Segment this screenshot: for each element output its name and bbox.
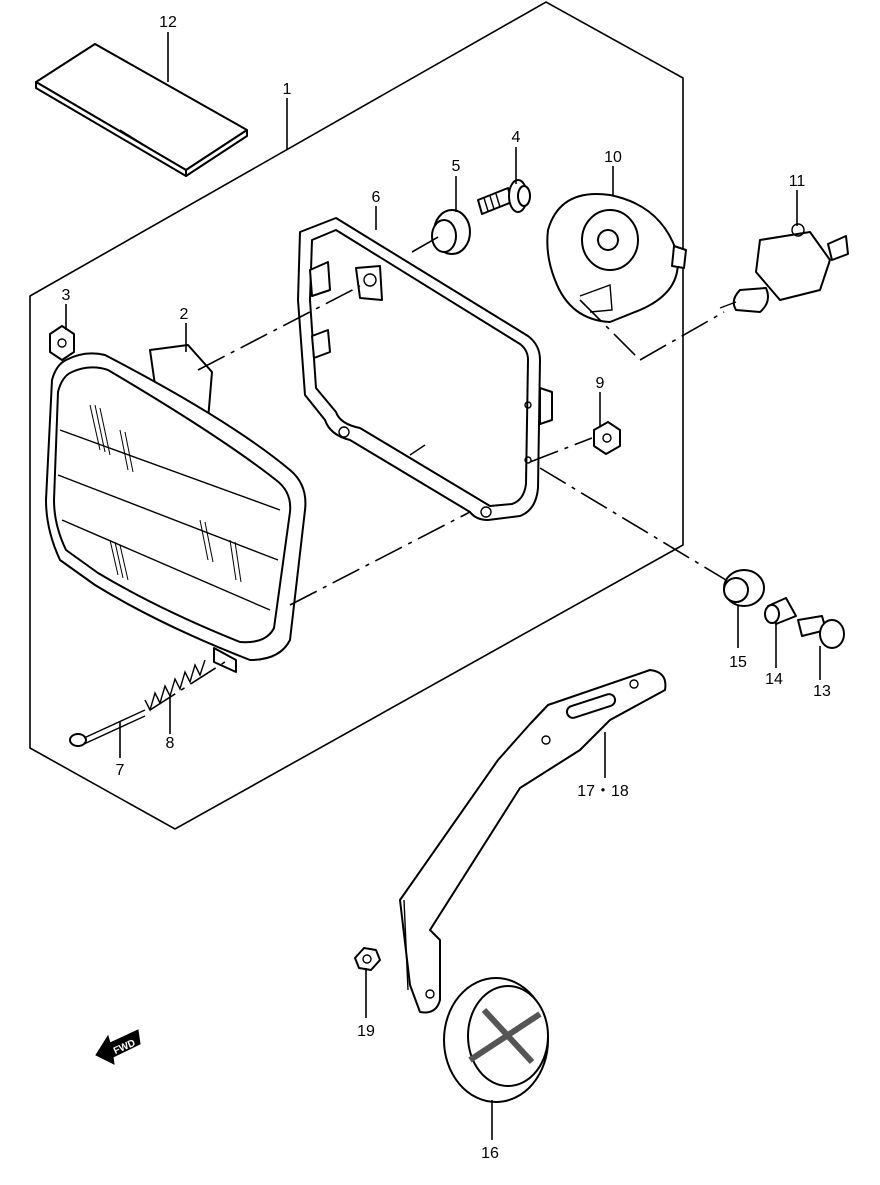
alignment-line-a (197, 285, 361, 371)
callout-5: 5 (452, 158, 461, 175)
callout-19: 19 (357, 1023, 375, 1040)
housing-frame-part-6[interactable] (297, 217, 553, 521)
leader-lines (65, 32, 821, 1140)
bolt-part-13[interactable] (797, 615, 845, 649)
forward-arrow-icon: FWD (95, 1029, 141, 1065)
bracket-part-17-18[interactable] (399, 669, 667, 1014)
cushion-part-15[interactable] (723, 569, 765, 607)
reflector-part-16[interactable] (443, 977, 549, 1103)
callout-14: 14 (765, 671, 783, 688)
callout-10: 10 (604, 149, 622, 166)
callout-8: 8 (166, 735, 175, 752)
callout-11: 11 (789, 173, 806, 190)
alignment-line-f (639, 311, 725, 361)
alignment-line-h (149, 659, 229, 711)
collar-part-14[interactable] (764, 597, 797, 625)
socket-cover-part-10[interactable] (546, 193, 687, 323)
callout-12: 12 (159, 14, 177, 31)
clip-nut-part-9[interactable] (593, 421, 621, 455)
callout-15: 15 (729, 654, 747, 671)
alignment-line-c (529, 437, 593, 463)
callout-3: 3 (62, 287, 71, 304)
callout-4: 4 (512, 129, 521, 146)
assembly-outline (29, 1, 684, 830)
spring-part-8[interactable] (144, 659, 206, 712)
screw-part-7[interactable] (69, 709, 146, 747)
callout-17-18: 17・18 (577, 783, 629, 800)
callout-9: 9 (596, 375, 605, 392)
sticker-part-12[interactable] (35, 43, 248, 177)
headlamp-unit-part-2[interactable] (45, 344, 307, 673)
nut-part-3[interactable] (49, 325, 75, 361)
bulb-part-11[interactable] (719, 223, 849, 313)
alignment-line-e (579, 299, 641, 361)
callout-2: 2 (180, 306, 189, 323)
bolt-part-4[interactable] (477, 179, 531, 215)
callout-13: 13 (813, 683, 831, 700)
callout-7: 7 (116, 762, 125, 779)
grommet-part-5[interactable] (431, 209, 471, 255)
callout-16: 16 (481, 1145, 499, 1162)
alignment-line-g (289, 511, 471, 606)
flange-nut-part-19[interactable] (354, 947, 381, 971)
alignment-line-d (539, 467, 727, 581)
alignment-line-b (411, 235, 441, 253)
callout-6: 6 (372, 189, 381, 206)
callout-1: 1 (283, 81, 292, 98)
